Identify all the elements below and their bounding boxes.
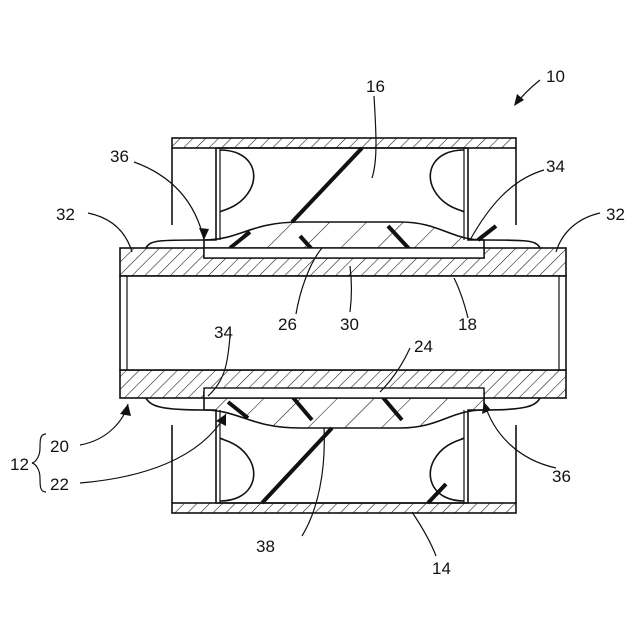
group-brace [32,434,46,492]
label-rubber-body: 16 [366,77,385,96]
rubber-body-lower [204,392,484,503]
rubber-body-upper [204,148,496,258]
label-edge-upper: 36 [110,147,129,166]
flange-left-upper [146,240,204,248]
flange-right-upper [484,240,540,248]
label-group-member-b: 22 [50,475,69,494]
label-inner-bore: 30 [340,315,359,334]
label-assembly: 10 [546,67,565,86]
flange-right-lower [484,398,540,410]
label-flange-right: 32 [606,205,625,224]
label-lower-contact-surface: 38 [256,537,275,556]
label-edge-lower: 36 [552,467,571,486]
flange-left-lower [146,398,204,410]
label-flange-left: 32 [56,205,75,224]
outer-sleeve-top [172,138,516,148]
label-inner-sleeve: 18 [458,315,477,334]
label-group: 12 [10,455,29,474]
label-recess-lower: 34 [214,323,233,342]
label-upper-contact-surface: 26 [278,315,297,334]
outer-sleeve-bottom [172,503,516,513]
label-group-member-a: 20 [50,437,69,456]
label-bump-lower: 24 [414,337,433,356]
label-recess-upper: 34 [546,157,565,176]
label-outer-sleeve: 14 [432,559,451,578]
